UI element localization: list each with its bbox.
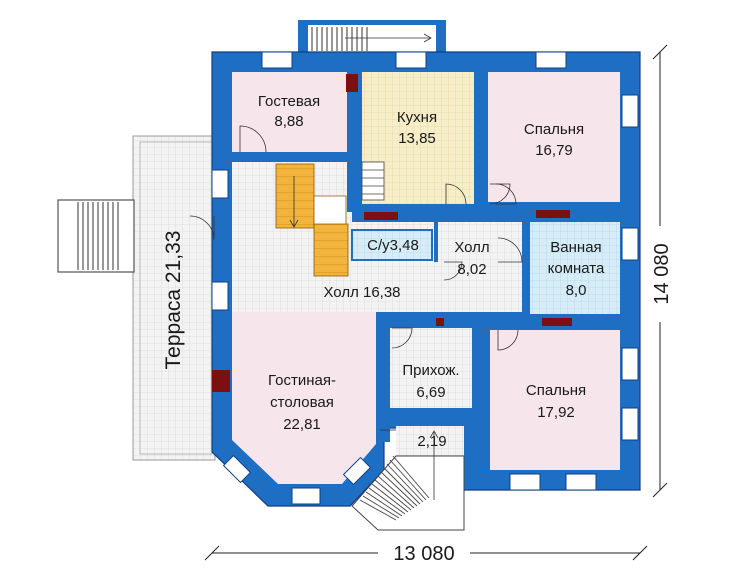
label-bedroom-top-name: Спальня: [524, 121, 584, 138]
stair-tread: [389, 459, 427, 501]
stair-tread: [386, 463, 424, 503]
label-bedroom-bottom-name: Спальня: [526, 382, 586, 399]
stair-tread: [392, 455, 430, 499]
label-bathroom-area: 8,0: [566, 282, 587, 299]
label-living-line2: столовая: [270, 394, 334, 411]
kitchen-stairs: [361, 161, 385, 201]
interior-stairs: [275, 163, 349, 277]
label-porch-area: 2,19: [417, 433, 446, 450]
label-guest-name: Гостевая: [258, 93, 320, 110]
room-guest: [232, 72, 347, 152]
label-living-line1: Гостиная-: [268, 372, 336, 389]
stair-tread: [377, 475, 415, 509]
terrace: [132, 135, 216, 461]
label-entry-name: Прихож.: [402, 362, 459, 379]
room-bathroom: [530, 222, 620, 314]
label-hall-center-area: 8,02: [457, 261, 486, 278]
dimension-height-label: 14 080: [651, 243, 673, 304]
label-guest-area: 8,88: [274, 113, 303, 130]
stair-tread: [380, 471, 418, 507]
windows: [211, 51, 639, 505]
room-porch: [396, 426, 464, 456]
label-kitchen-area: 13,85: [398, 130, 436, 147]
vents: [212, 74, 572, 392]
label-bedroom-bottom-area: 17,92: [537, 404, 575, 421]
doors: [189, 125, 523, 431]
room-wc: [351, 229, 433, 261]
room-bedroom-top: [488, 72, 620, 202]
dimension-width-label: 13 080: [393, 543, 454, 565]
stair-tread: [368, 487, 406, 515]
label-bedroom-top-area: 16,79: [535, 142, 573, 159]
label-entry-area: 6,69: [416, 384, 445, 401]
room-bedroom-bottom: [490, 330, 620, 470]
label-hall-left: Холл 16,38: [323, 284, 400, 301]
stair-tread: [365, 491, 403, 517]
top-stairs: [298, 20, 446, 56]
label-kitchen-name: Кухня: [397, 109, 437, 126]
room-living: [232, 312, 376, 484]
label-hall-center-name: Холл: [454, 239, 489, 256]
label-terrace: Терраса 21,33: [162, 231, 185, 370]
room-hall-center: [436, 222, 522, 312]
room-labels: Гостевая 8,88 Кухня 13,85 Спальня 16,79 …: [162, 93, 605, 450]
stair-tread: [374, 479, 412, 511]
label-living-area: 22,81: [283, 416, 321, 433]
stair-tread: [362, 495, 400, 519]
stair-tread: [371, 483, 409, 513]
terrace-stairs: [57, 199, 135, 273]
room-entry: [390, 328, 472, 408]
porch-stairs: [351, 430, 465, 531]
label-bathroom-line2: комната: [548, 260, 605, 277]
stair-tread: [383, 467, 421, 505]
label-bathroom-line1: Ванная: [550, 239, 601, 256]
stair-tread: [359, 499, 397, 521]
label-wc: С/у3,48: [367, 237, 419, 254]
